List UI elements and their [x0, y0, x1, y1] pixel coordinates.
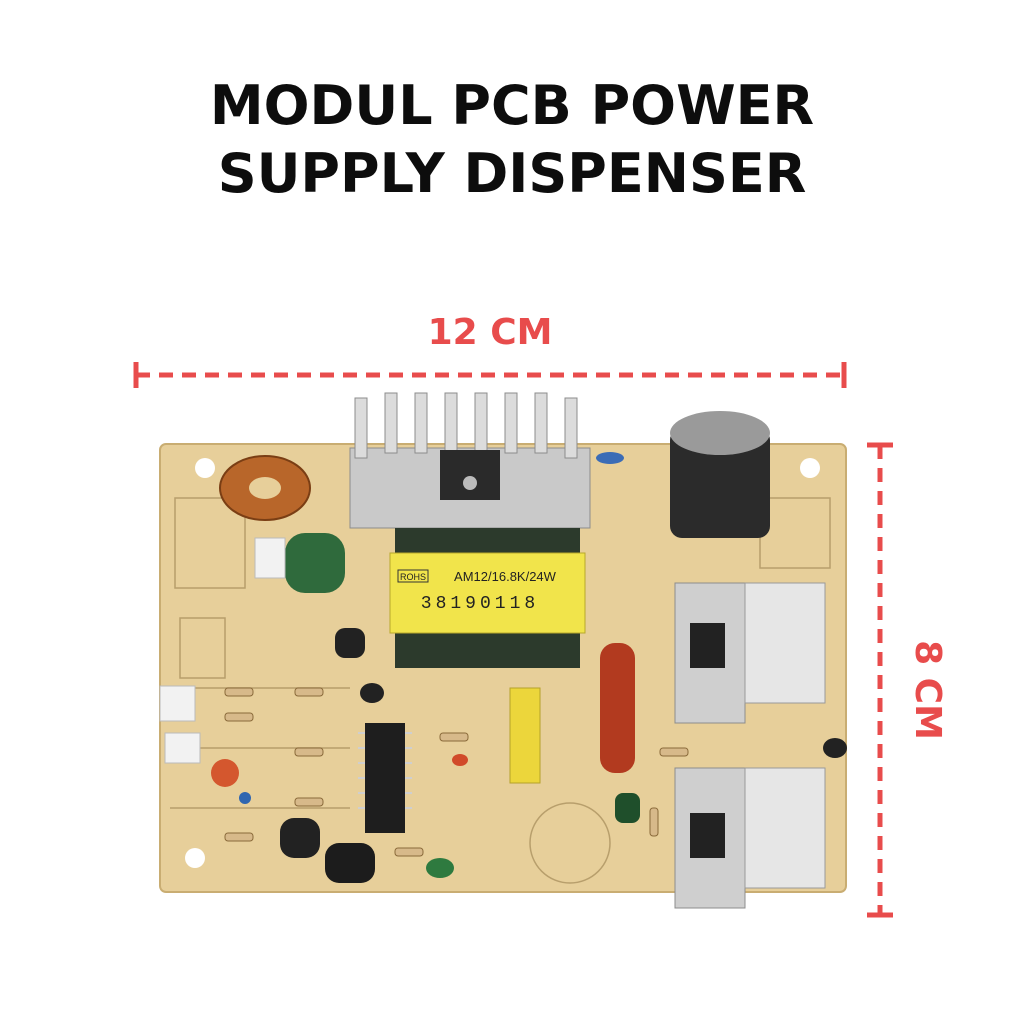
ceramic-capacitor: [239, 792, 251, 804]
ceramic-capacitor: [211, 759, 239, 787]
capacitor: [325, 843, 375, 883]
toroid-coil: [219, 455, 311, 521]
page-title: MODUL PCB POWER SUPPLY DISPENSER: [0, 72, 1024, 208]
ceramic-capacitor: [426, 858, 454, 878]
title-line-2: SUPPLY DISPENSER: [217, 142, 807, 205]
pcb-board-photo: ROHS AM12/16.8K/24W 38190118: [159, 392, 847, 909]
transformer: ROHS AM12/16.8K/24W 38190118: [389, 528, 586, 668]
capacitor: [285, 533, 345, 593]
title-line-1: MODUL PCB POWER: [209, 74, 815, 137]
red-capacitor: [600, 643, 635, 773]
mounting-hole: [195, 458, 215, 478]
capacitor: [615, 793, 640, 823]
film-capacitor: [509, 687, 541, 784]
capacitor: [280, 818, 320, 858]
connector: [159, 685, 196, 722]
resistors: [224, 687, 689, 857]
ceramic-capacitor: [452, 754, 468, 766]
rohs-label: ROHS: [400, 572, 426, 582]
transistor: [360, 683, 384, 703]
transistor: [823, 738, 847, 758]
right-heatsinks: [674, 582, 826, 909]
capacitor: [335, 628, 365, 658]
connector: [164, 732, 201, 764]
ic-chip: [358, 723, 412, 833]
ceramic-capacitor: [596, 452, 624, 464]
mounting-hole: [185, 848, 205, 868]
connector: [254, 537, 286, 579]
top-heatsink: [349, 392, 591, 529]
mounting-hole: [800, 458, 820, 478]
transformer-marking-2: 38190118: [421, 594, 539, 614]
large-capacitor: [670, 411, 770, 538]
width-dimension-label: 12 CM: [427, 312, 553, 353]
transformer-marking-1: AM12/16.8K/24W: [454, 569, 557, 584]
